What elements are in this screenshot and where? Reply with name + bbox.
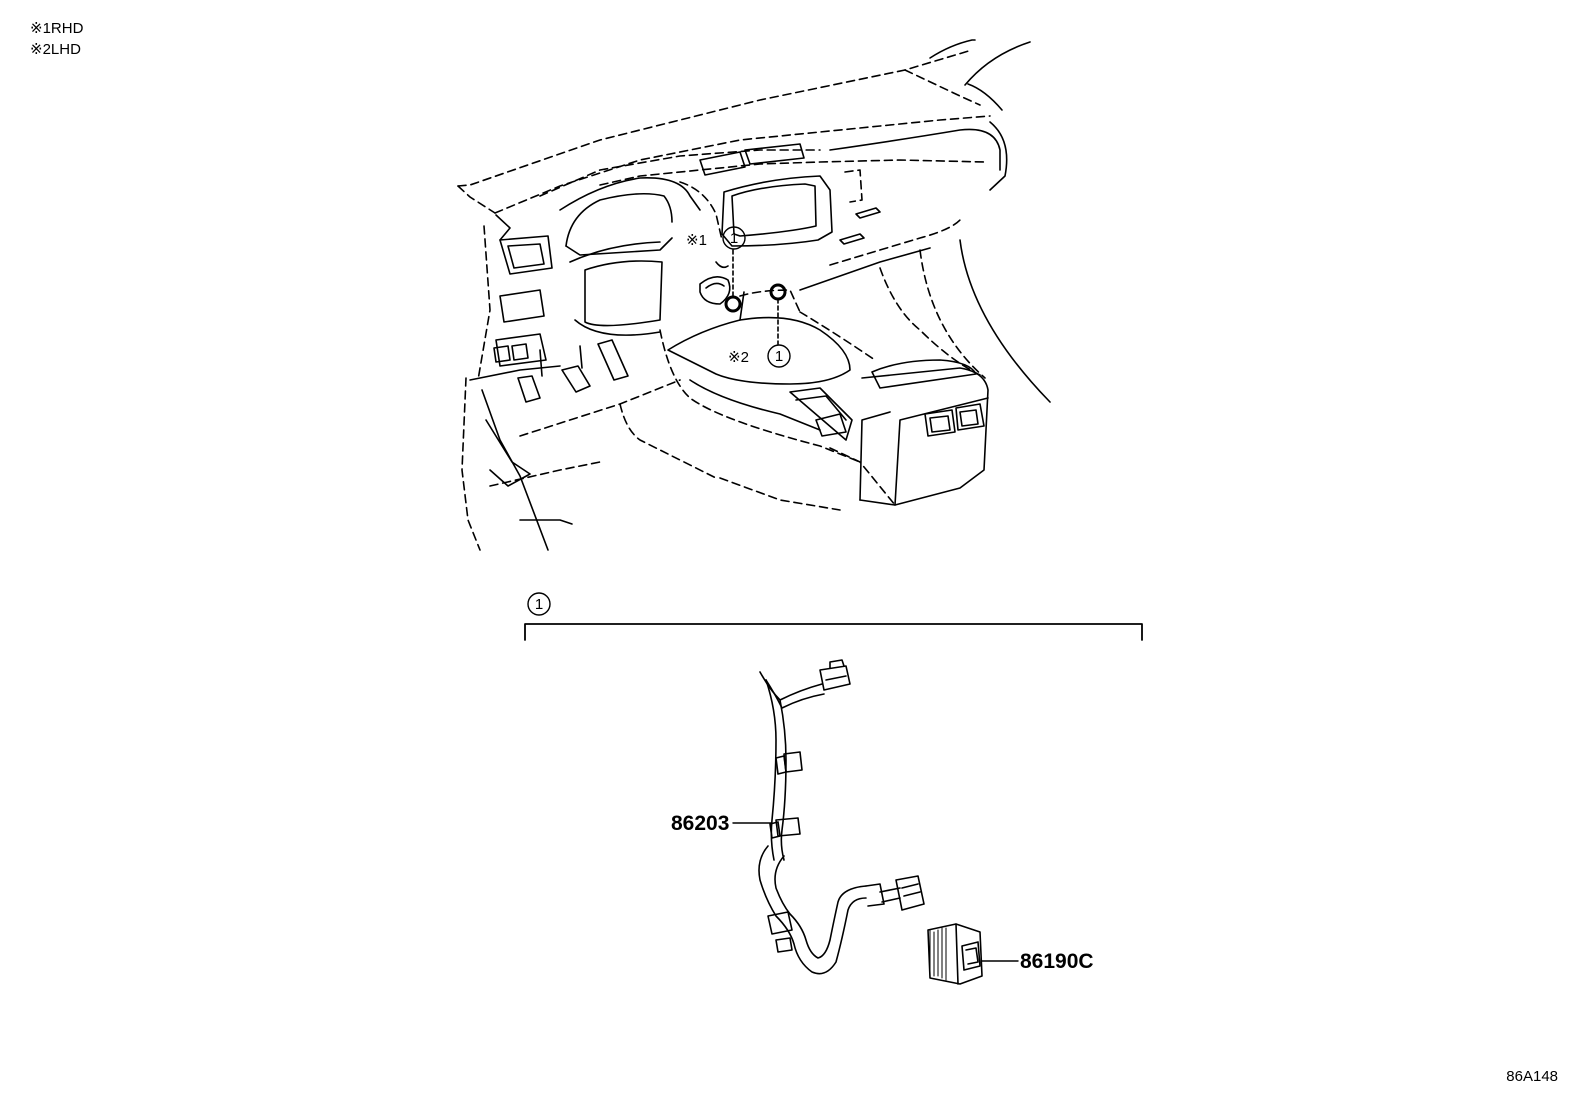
legend-mark: ※2 (30, 41, 51, 58)
wire-harness (732, 659, 925, 975)
legend-mark: ※1 (30, 20, 51, 37)
legend-label: RHD (50, 20, 84, 37)
callout-rhd-mark: ※1 (686, 232, 707, 249)
part-number-harness: 86203 (671, 812, 729, 835)
group-bracket: 1 (524, 592, 1143, 641)
group-ref: 1 (535, 596, 543, 613)
dashboard-illustration (457, 39, 1051, 551)
part-number-socket: 86190C (1020, 950, 1094, 973)
callout-rhd: ※1 1 (686, 230, 738, 249)
legend: ※1RHD ※2LHD (30, 18, 83, 60)
callout-lhd-mark: ※2 (728, 349, 749, 366)
legend-label: LHD (50, 41, 81, 58)
callout-rhd-ref: 1 (730, 230, 738, 247)
sheet-code: 86A148 (1506, 1068, 1558, 1085)
legend-item-lhd: ※2LHD (30, 39, 83, 60)
power-socket (927, 923, 1019, 985)
callout-lhd-ref: 1 (775, 348, 783, 365)
callout-lhd: ※2 1 (728, 348, 783, 366)
legend-item-rhd: ※1RHD (30, 18, 83, 39)
